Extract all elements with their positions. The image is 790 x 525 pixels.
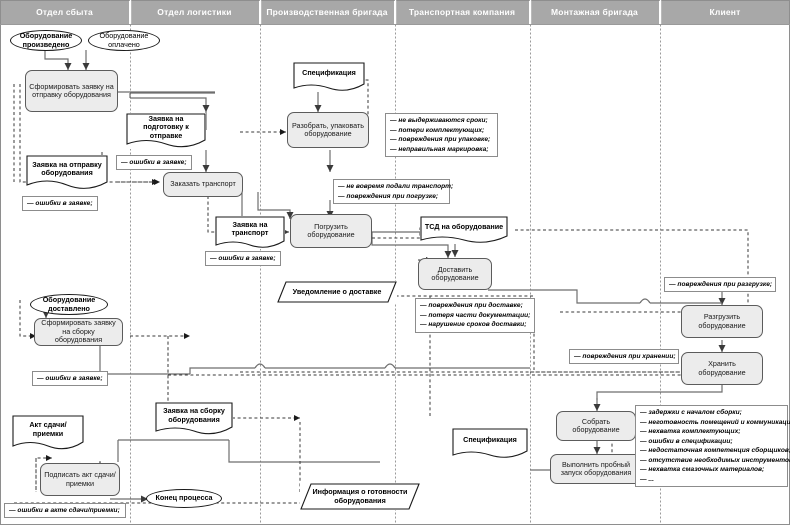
node-label: Сформировать заявку на сборку оборудован…: [41, 318, 116, 345]
node-label: Спецификация: [302, 68, 356, 78]
risk-item: — потери комплектующих;: [390, 126, 485, 134]
risk-item: — нехватка комплектующих;: [640, 428, 741, 436]
event-equipment-delivered[interactable]: Оборудование доставлено: [30, 294, 108, 315]
risk-item: — повреждения при разгрузке;: [669, 280, 773, 288]
node-label: Заявка на транспорт: [231, 219, 269, 237]
lane-header-label: Клиент: [709, 7, 741, 17]
risk-item: — потеря части документации;: [420, 311, 531, 319]
task-disassemble-pack[interactable]: Разобрать, упаковать оборудование: [287, 112, 369, 148]
risk-note-loading: — не вовремя подали транспорт; — поврежд…: [333, 179, 454, 205]
risk-item: — ошибки в заявке;: [210, 254, 276, 262]
risk-item: — ошибки в акте сдачи/приемки;: [9, 506, 120, 514]
risk-note-storage: — повреждения при хранении;: [569, 349, 679, 364]
task-form-shipment-request[interactable]: Сформировать заявку на отправку оборудов…: [25, 70, 118, 112]
risk-note-delivery: — повреждения при доставке; — потеря час…: [415, 298, 535, 333]
node-label: Хранить оборудование: [698, 359, 746, 377]
task-assemble-equipment[interactable]: Собрать оборудование: [556, 411, 636, 441]
risk-note-request-errors-3: — ошибки в заявке;: [205, 251, 281, 266]
node-label: Информация о готовности оборудования: [312, 487, 408, 505]
lane-header-assembly: Монтажная бригада: [530, 0, 660, 24]
lane-header-label: Транспортная компания: [408, 7, 516, 17]
document-delivery-notice[interactable]: Уведомление о доставке: [277, 281, 397, 303]
node-label: Акт сдачи/приемки: [29, 420, 67, 438]
risk-item: — повреждения при хранении;: [574, 352, 676, 360]
risk-item: — недостаточная компетенция сборщиков;: [640, 447, 790, 455]
document-acceptance-act[interactable]: Акт сдачи/приемки: [12, 415, 84, 451]
lane-header-label: Монтажная бригада: [551, 7, 638, 17]
node-label: Сформировать заявку на отправку оборудов…: [29, 81, 114, 99]
risk-item: — повреждения при доставке;: [420, 302, 523, 309]
node-label: Погрузить оборудование: [307, 221, 355, 239]
lane-header-sales: Отдел сбыта: [0, 0, 130, 24]
task-order-transport[interactable]: Заказать транспорт: [163, 172, 243, 197]
task-deliver-equipment[interactable]: Доставить оборудование: [418, 258, 492, 290]
document-readiness-info[interactable]: Информация о готовности оборудования: [300, 483, 420, 510]
node-label: Заказать транспорт: [170, 179, 236, 189]
lane-header-label: Производственная бригада: [266, 7, 388, 17]
document-preparation-request[interactable]: Заявка на подготовку к отправке: [126, 113, 206, 149]
node-label: Конец процесса: [155, 493, 213, 503]
risk-item: — ошибки в заявке;: [27, 199, 93, 207]
node-label: Уведомление о доставке: [292, 286, 382, 296]
node-label: Выполнить пробный запуск оборудования: [560, 459, 632, 477]
risk-note-request-errors-4: — ошибки в заявке;: [32, 371, 108, 386]
document-specification-bottom[interactable]: Спецификация: [452, 428, 528, 460]
start-event-equipment-produced[interactable]: Оборудование произведено: [10, 30, 82, 51]
node-label: Доставить оборудование: [431, 264, 479, 282]
node-label: Разобрать, упаковать оборудование: [292, 120, 364, 138]
lane-header-logistics: Отдел логистики: [130, 0, 260, 24]
risk-item: — неправильная маркировка;: [390, 145, 489, 153]
document-tsd-equipment[interactable]: ТСД на оборудование: [420, 216, 508, 244]
risk-item: — ...: [640, 475, 654, 483]
risk-note-unloading: — повреждения при разгрузке;: [664, 277, 776, 292]
risk-note-assembly: — задержки с началом сборки; — неготовно…: [635, 405, 790, 488]
node-label: Заявка на сборку оборудования: [163, 406, 225, 424]
end-event-process-end[interactable]: Конец процесса: [146, 489, 222, 508]
node-label: Заявка на отправку оборудования: [32, 159, 102, 177]
risk-note-packing: — не выдерживаются сроки; — потери компл…: [385, 113, 498, 158]
task-form-assembly-request[interactable]: Сформировать заявку на сборку оборудован…: [34, 318, 123, 346]
risk-note-request-errors-1: — ошибки в заявке;: [116, 155, 192, 170]
risk-item: — ошибки в заявке;: [121, 158, 187, 166]
risk-item: — ошибки в заявке;: [37, 374, 103, 382]
lane-header-client: Клиент: [660, 0, 790, 24]
start-event-equipment-paid[interactable]: Оборудование оплачено: [88, 30, 160, 51]
task-unload-equipment[interactable]: Разгрузить оборудование: [681, 305, 763, 338]
node-label: ТСД на оборудование: [424, 221, 504, 231]
task-load-equipment[interactable]: Погрузить оборудование: [290, 214, 372, 248]
lane-header-label: Отдел логистики: [157, 7, 232, 17]
node-label: Оборудование оплачено: [99, 31, 149, 49]
document-assembly-request[interactable]: Заявка на сборку оборудования: [155, 402, 233, 436]
node-label: Подписать акт сдачи/приемки: [44, 470, 116, 488]
lane-header-transport: Транспортная компания: [395, 0, 530, 24]
node-label: Оборудование доставлено: [42, 295, 96, 313]
task-test-run[interactable]: Выполнить пробный запуск оборудования: [550, 454, 642, 484]
risk-note-act-errors: — ошибки в акте сдачи/приемки;: [4, 503, 126, 518]
risk-note-request-errors-2: — ошибки в заявке;: [22, 196, 98, 211]
node-label: Собрать оборудование: [572, 416, 620, 434]
node-label: Оборудование произведено: [19, 31, 73, 49]
risk-item: — неготовность помещений и коммуникаций;: [640, 418, 790, 426]
risk-item: — нехватка смазочных материалов;: [640, 466, 765, 474]
document-specification-top[interactable]: Спецификация: [293, 62, 365, 92]
lane-header-production: Производственная бригада: [260, 0, 395, 24]
document-transport-request[interactable]: Заявка на транспорт: [215, 216, 285, 249]
task-store-equipment[interactable]: Хранить оборудование: [681, 352, 763, 385]
node-label: Заявка на подготовку к отправке: [143, 113, 189, 140]
risk-item: — не выдерживаются сроки;: [390, 117, 488, 124]
risk-item: — не вовремя подали транспорт;: [338, 183, 454, 190]
risk-item: — ошибки в спецификации;: [640, 437, 733, 445]
node-label: Спецификация: [463, 435, 517, 445]
risk-item: — нарушение сроков доставки;: [420, 321, 527, 329]
risk-item: — отсутствие необходимых инструментов;: [640, 456, 790, 464]
risk-item: — задержки с началом сборки;: [640, 409, 742, 416]
node-label: Разгрузить оборудование: [698, 312, 746, 330]
document-shipment-request[interactable]: Заявка на отправку оборудования: [26, 155, 108, 190]
lane-header-label: Отдел сбыта: [36, 7, 93, 17]
risk-item: — повреждения при погрузке;: [338, 192, 439, 200]
risk-item: — повреждения при упаковке;: [390, 136, 491, 144]
task-sign-acceptance-act[interactable]: Подписать акт сдачи/приемки: [40, 463, 120, 496]
